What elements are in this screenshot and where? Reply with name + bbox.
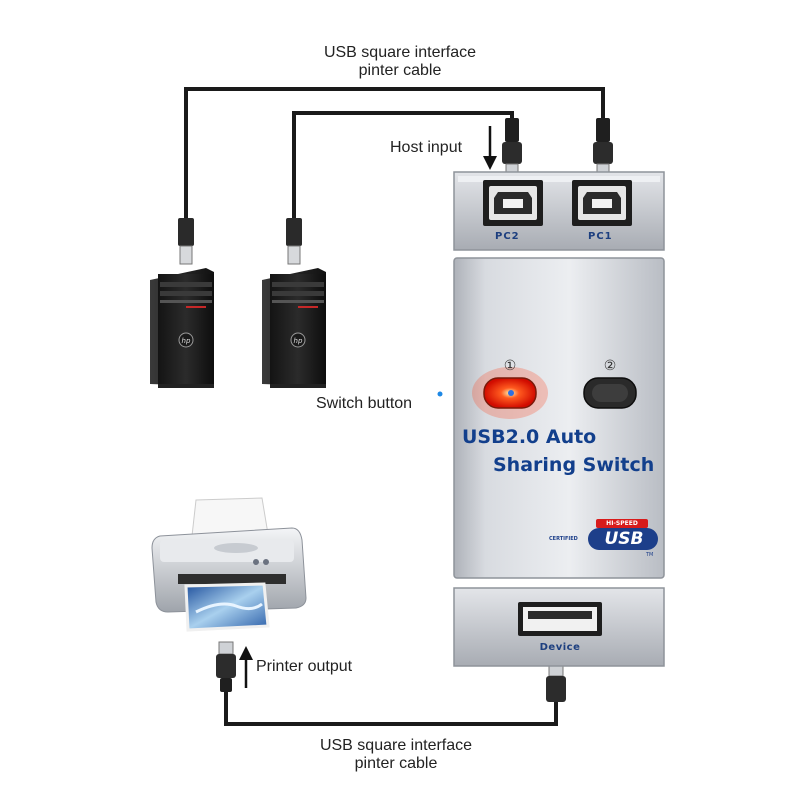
device-title-line1: USB2.0 Auto — [462, 426, 597, 448]
top-cable-label: USB square interface pinter cable — [300, 44, 500, 80]
printer-output-label: Printer output — [256, 658, 353, 675]
printer — [151, 497, 307, 632]
pc-right-usb-plug — [286, 218, 302, 265]
bottom-cable-label-line1: USB square interface — [319, 737, 473, 754]
pc-tower-left: hp — [150, 268, 214, 388]
host-input-label: Host input — [390, 139, 463, 156]
device-title-line2: Sharing Switch — [493, 454, 655, 476]
printer-output-arrow — [239, 646, 253, 688]
bottom-cable — [224, 690, 558, 726]
usb-logo-tm: TM — [646, 552, 654, 558]
bottom-cable-label: USB square interface pinter cable — [296, 737, 496, 773]
led-2-mark: ② — [603, 357, 617, 373]
top-cable-label-line2: pinter cable — [358, 62, 442, 79]
port-pc2 — [483, 180, 543, 226]
port-device-label: Device — [539, 642, 581, 653]
port-pc1-label: PC1 — [588, 231, 613, 242]
pc-tower-right: hp — [262, 268, 326, 388]
led-1-active — [472, 367, 548, 419]
pc2-usb-b-plug — [502, 118, 522, 175]
usb-logo-side-text: CERTIFIED — [549, 536, 578, 542]
bottom-cable-label-line2: pinter cable — [354, 755, 438, 772]
pc-left-usb-plug — [178, 218, 194, 265]
port-device — [518, 602, 602, 636]
usb-logo-top-text: HI-SPEED — [606, 520, 638, 527]
usb-logo-text: USB — [604, 529, 644, 549]
led-2-inactive — [583, 377, 637, 409]
printer-usb-b-plug — [216, 641, 236, 692]
switch-main-body — [453, 257, 665, 579]
host-input-arrow — [483, 126, 497, 170]
switch-button-label: Switch button — [316, 395, 413, 412]
port-pc1 — [572, 180, 632, 226]
device-usb-a-plug — [546, 661, 566, 702]
top-cable-label-line1: USB square interface — [323, 44, 477, 61]
usb-logo — [588, 519, 658, 550]
svg-text:hp: hp — [182, 337, 191, 345]
led-1-mark: ① — [503, 357, 517, 373]
svg-text:hp: hp — [294, 337, 303, 345]
port-pc2-label: PC2 — [495, 231, 520, 242]
top-outer-cable — [184, 87, 605, 232]
pc1-usb-b-plug — [593, 118, 613, 175]
switch-button-pointer-dot — [437, 391, 443, 397]
